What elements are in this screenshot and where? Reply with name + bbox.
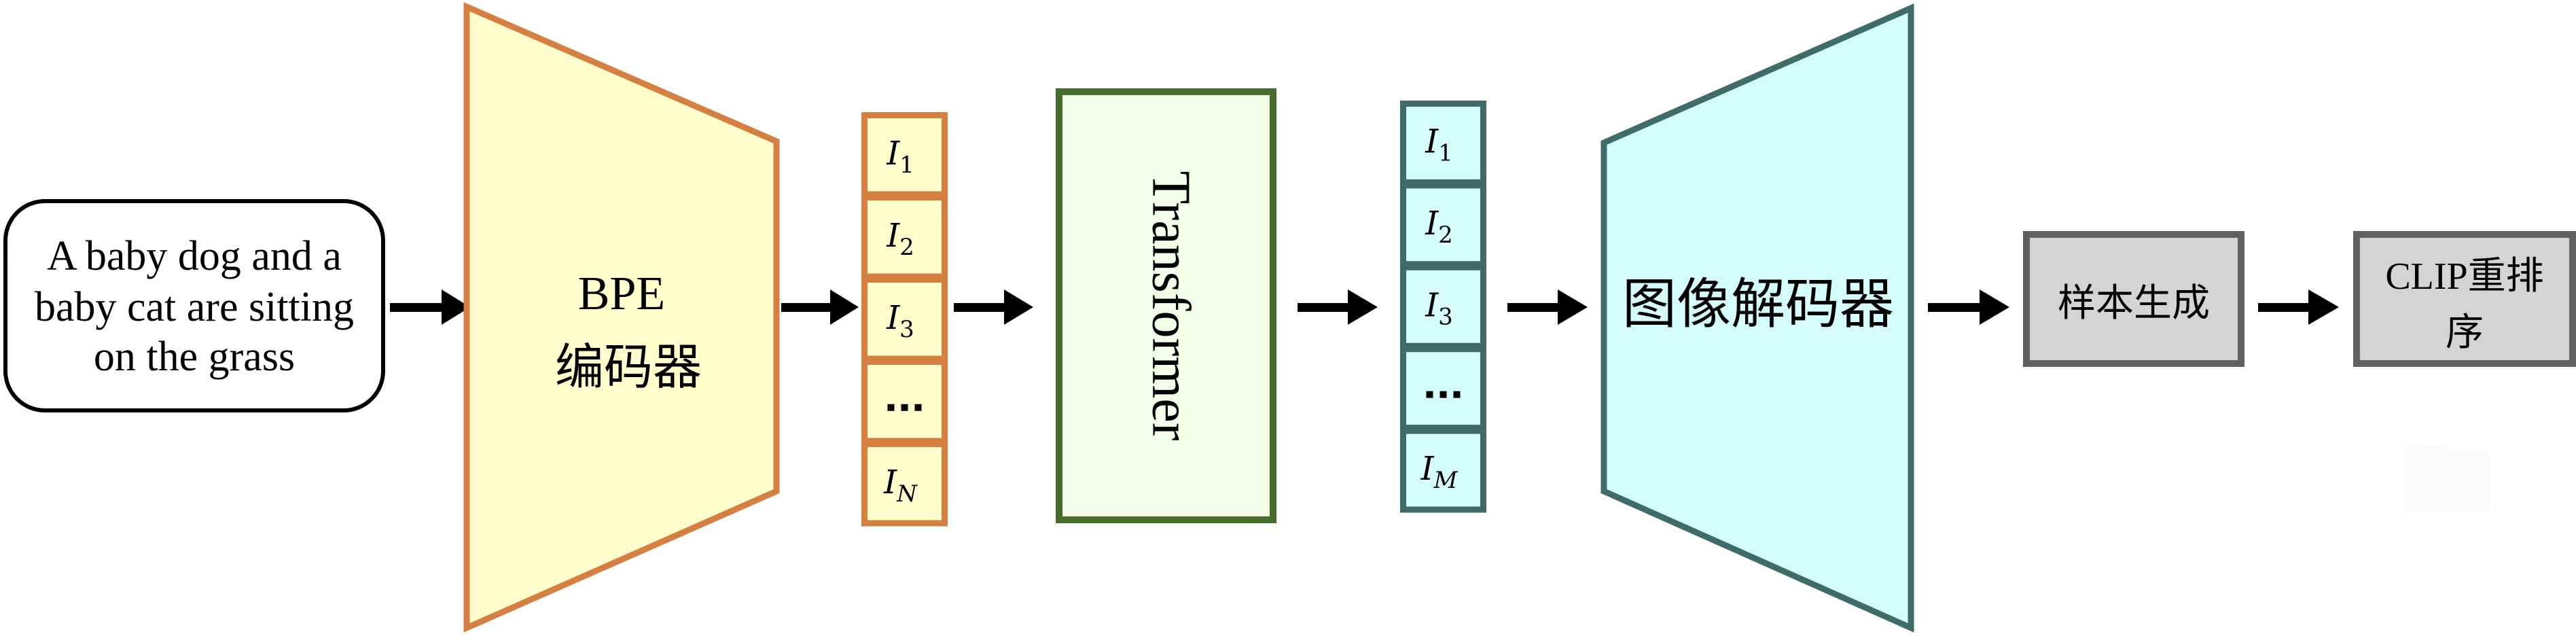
arrow-encoder-to-tokens (781, 289, 859, 325)
token-base: I (886, 135, 900, 173)
text-token-token-label: I3 (886, 299, 914, 343)
text-token-token-label: IN (883, 463, 918, 508)
token-base: I (1425, 286, 1439, 324)
text-token-token-label: I1 (886, 135, 914, 179)
encoder-label-line-2: 编码器 (555, 340, 702, 395)
image-token-cell: IM (1400, 427, 1486, 513)
image-decoder-block: 图像解码器 (1600, 3, 1914, 633)
text-token-cell: I2 (861, 194, 948, 280)
image-token-token-label: I1 (1425, 122, 1453, 166)
token-subscript: 3 (1438, 303, 1453, 330)
token-base: I (1420, 450, 1435, 488)
token-base: I (1425, 122, 1439, 160)
arrow-sampling-to-clip (2258, 289, 2339, 325)
arrow-input-to-encoder (390, 289, 470, 325)
text-token-cell-box (861, 277, 948, 362)
text-token-cell-box (861, 359, 948, 444)
arrow-transformer-to-image-tokens (1298, 289, 1378, 325)
ellipsis-dot (1453, 391, 1461, 398)
image-token-cell: I1 (1400, 101, 1486, 186)
text-token-cell-box (861, 441, 948, 527)
token-base: I (886, 299, 900, 337)
input-text-line-1: A baby dog and a (47, 233, 342, 279)
input-text-box: A baby dog and a baby cat are sitting on… (3, 199, 385, 412)
encoder-shape (463, 2, 780, 633)
arrow-tokens-to-transformer (954, 289, 1033, 325)
token-base: I (883, 463, 897, 501)
text-token-cell-box (861, 194, 948, 280)
image-token-token-label: I2 (1425, 205, 1453, 249)
ellipsis-dot (1439, 391, 1447, 398)
arrow-image-tokens-to-decoder (1507, 289, 1588, 325)
transformer-block: Transformer (1056, 88, 1276, 523)
text-token-cell: I1 (861, 112, 948, 198)
sample-generation-label: 样本生成 (2058, 283, 2210, 325)
token-subscript: 1 (899, 152, 914, 179)
clip-rerank-block: CLIP重排 序 (2353, 231, 2576, 367)
faint-artifact (2405, 443, 2490, 514)
bpe-encoder-block: BPE 编码器 (463, 2, 780, 633)
token-subscript: 2 (899, 234, 914, 261)
image-token-cell: I2 (1400, 182, 1486, 268)
token-subscript: 3 (899, 316, 914, 343)
decoder-label: 图像解码器 (1622, 275, 1894, 335)
ellipsis-dot (887, 404, 895, 411)
token-subscript: M (1433, 467, 1459, 494)
token-subscript: N (896, 480, 918, 508)
text-token-cell (861, 359, 948, 444)
image-token-cell-box (1400, 427, 1486, 513)
encoder-label-line-1: BPE (578, 268, 665, 320)
token-subscript: 1 (1438, 139, 1453, 166)
token-base: I (886, 217, 900, 255)
input-text-line-3: on the grass (94, 334, 295, 380)
text-token-cell: IN (861, 441, 948, 527)
text-token-cell: I3 (861, 277, 948, 362)
ellipsis-dot (1426, 391, 1433, 398)
arrows (390, 289, 2339, 325)
arrow-decoder-to-sampling (1928, 289, 2009, 325)
clip-rerank-label-line-1: CLIP重排 (2385, 255, 2543, 298)
token-base: I (1425, 205, 1439, 243)
image-token-token-label: IM (1420, 450, 1459, 494)
ellipsis-dot (901, 404, 908, 411)
image-token-cell-box (1400, 182, 1486, 268)
image-token-cell (1400, 346, 1486, 431)
text-token-token-label: I2 (886, 217, 914, 261)
image-token-cell: I3 (1400, 264, 1486, 349)
input-text-line-2: baby cat are sitting (35, 284, 354, 330)
image-token-token-label: I3 (1425, 286, 1453, 330)
sample-generation-block: 样本生成 (2023, 231, 2244, 367)
transformer-label: Transformer (1141, 171, 1201, 441)
image-token-cell-box (1400, 346, 1486, 431)
image-token-cell-box (1400, 101, 1486, 186)
decoder-shape (1600, 3, 1914, 633)
image-token-cell-box (1400, 264, 1486, 349)
clip-rerank-label-line-2: 序 (2446, 312, 2484, 354)
ellipsis-dot (914, 404, 922, 411)
token-subscript: 2 (1438, 222, 1453, 249)
